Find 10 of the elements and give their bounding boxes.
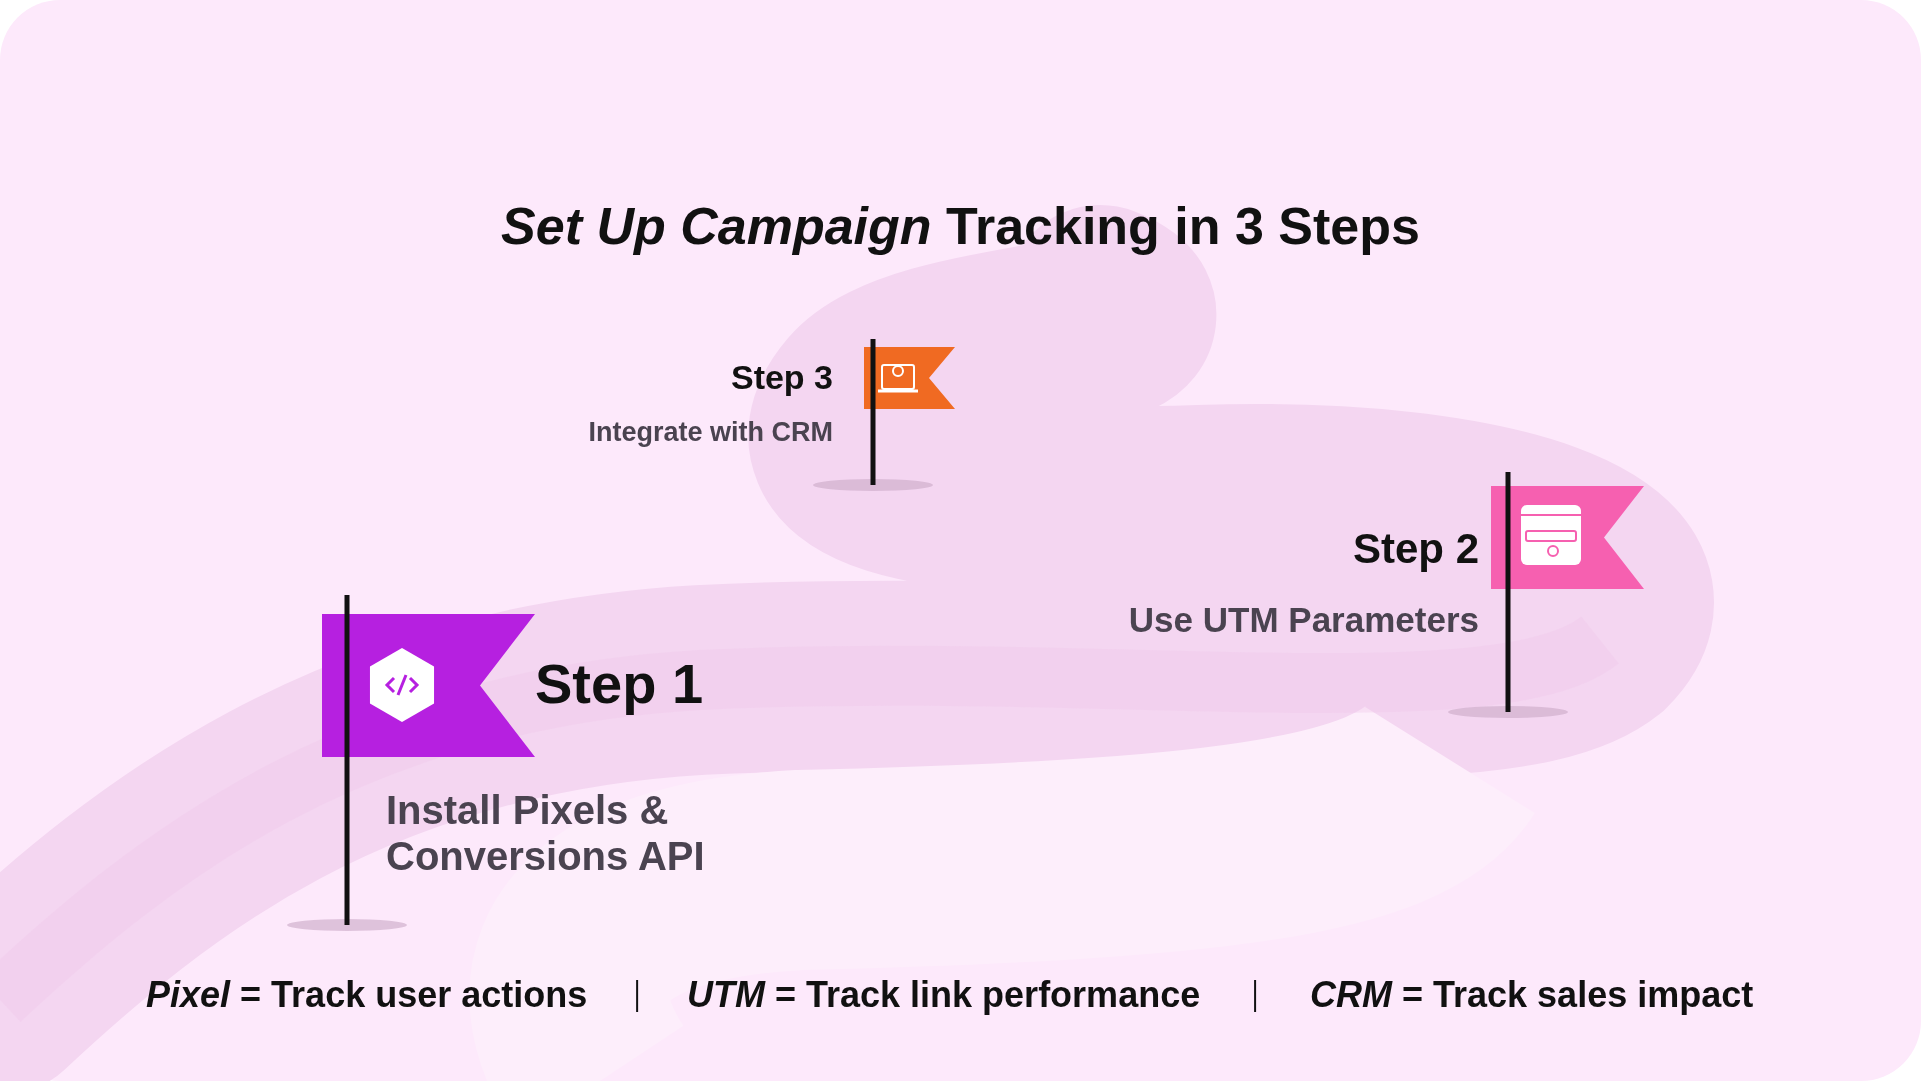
- step-title: Step 1: [535, 653, 704, 715]
- step-title: Step 3: [730, 359, 833, 397]
- legend-note: UTM = Track link performance: [687, 974, 1201, 1016]
- step-description: Integrate with CRM: [588, 417, 833, 449]
- step-description: Install Pixels & Conversions API: [386, 787, 706, 879]
- legend-note: CRM = Track sales impact: [1310, 974, 1754, 1016]
- legend-note: Pixel = Track user actions: [146, 974, 588, 1016]
- title: Set Up Campaign Tracking in 3 Steps: [500, 196, 1421, 256]
- step-description: Use UTM Parameters: [1128, 600, 1479, 641]
- step-title: Step 2: [1352, 526, 1479, 573]
